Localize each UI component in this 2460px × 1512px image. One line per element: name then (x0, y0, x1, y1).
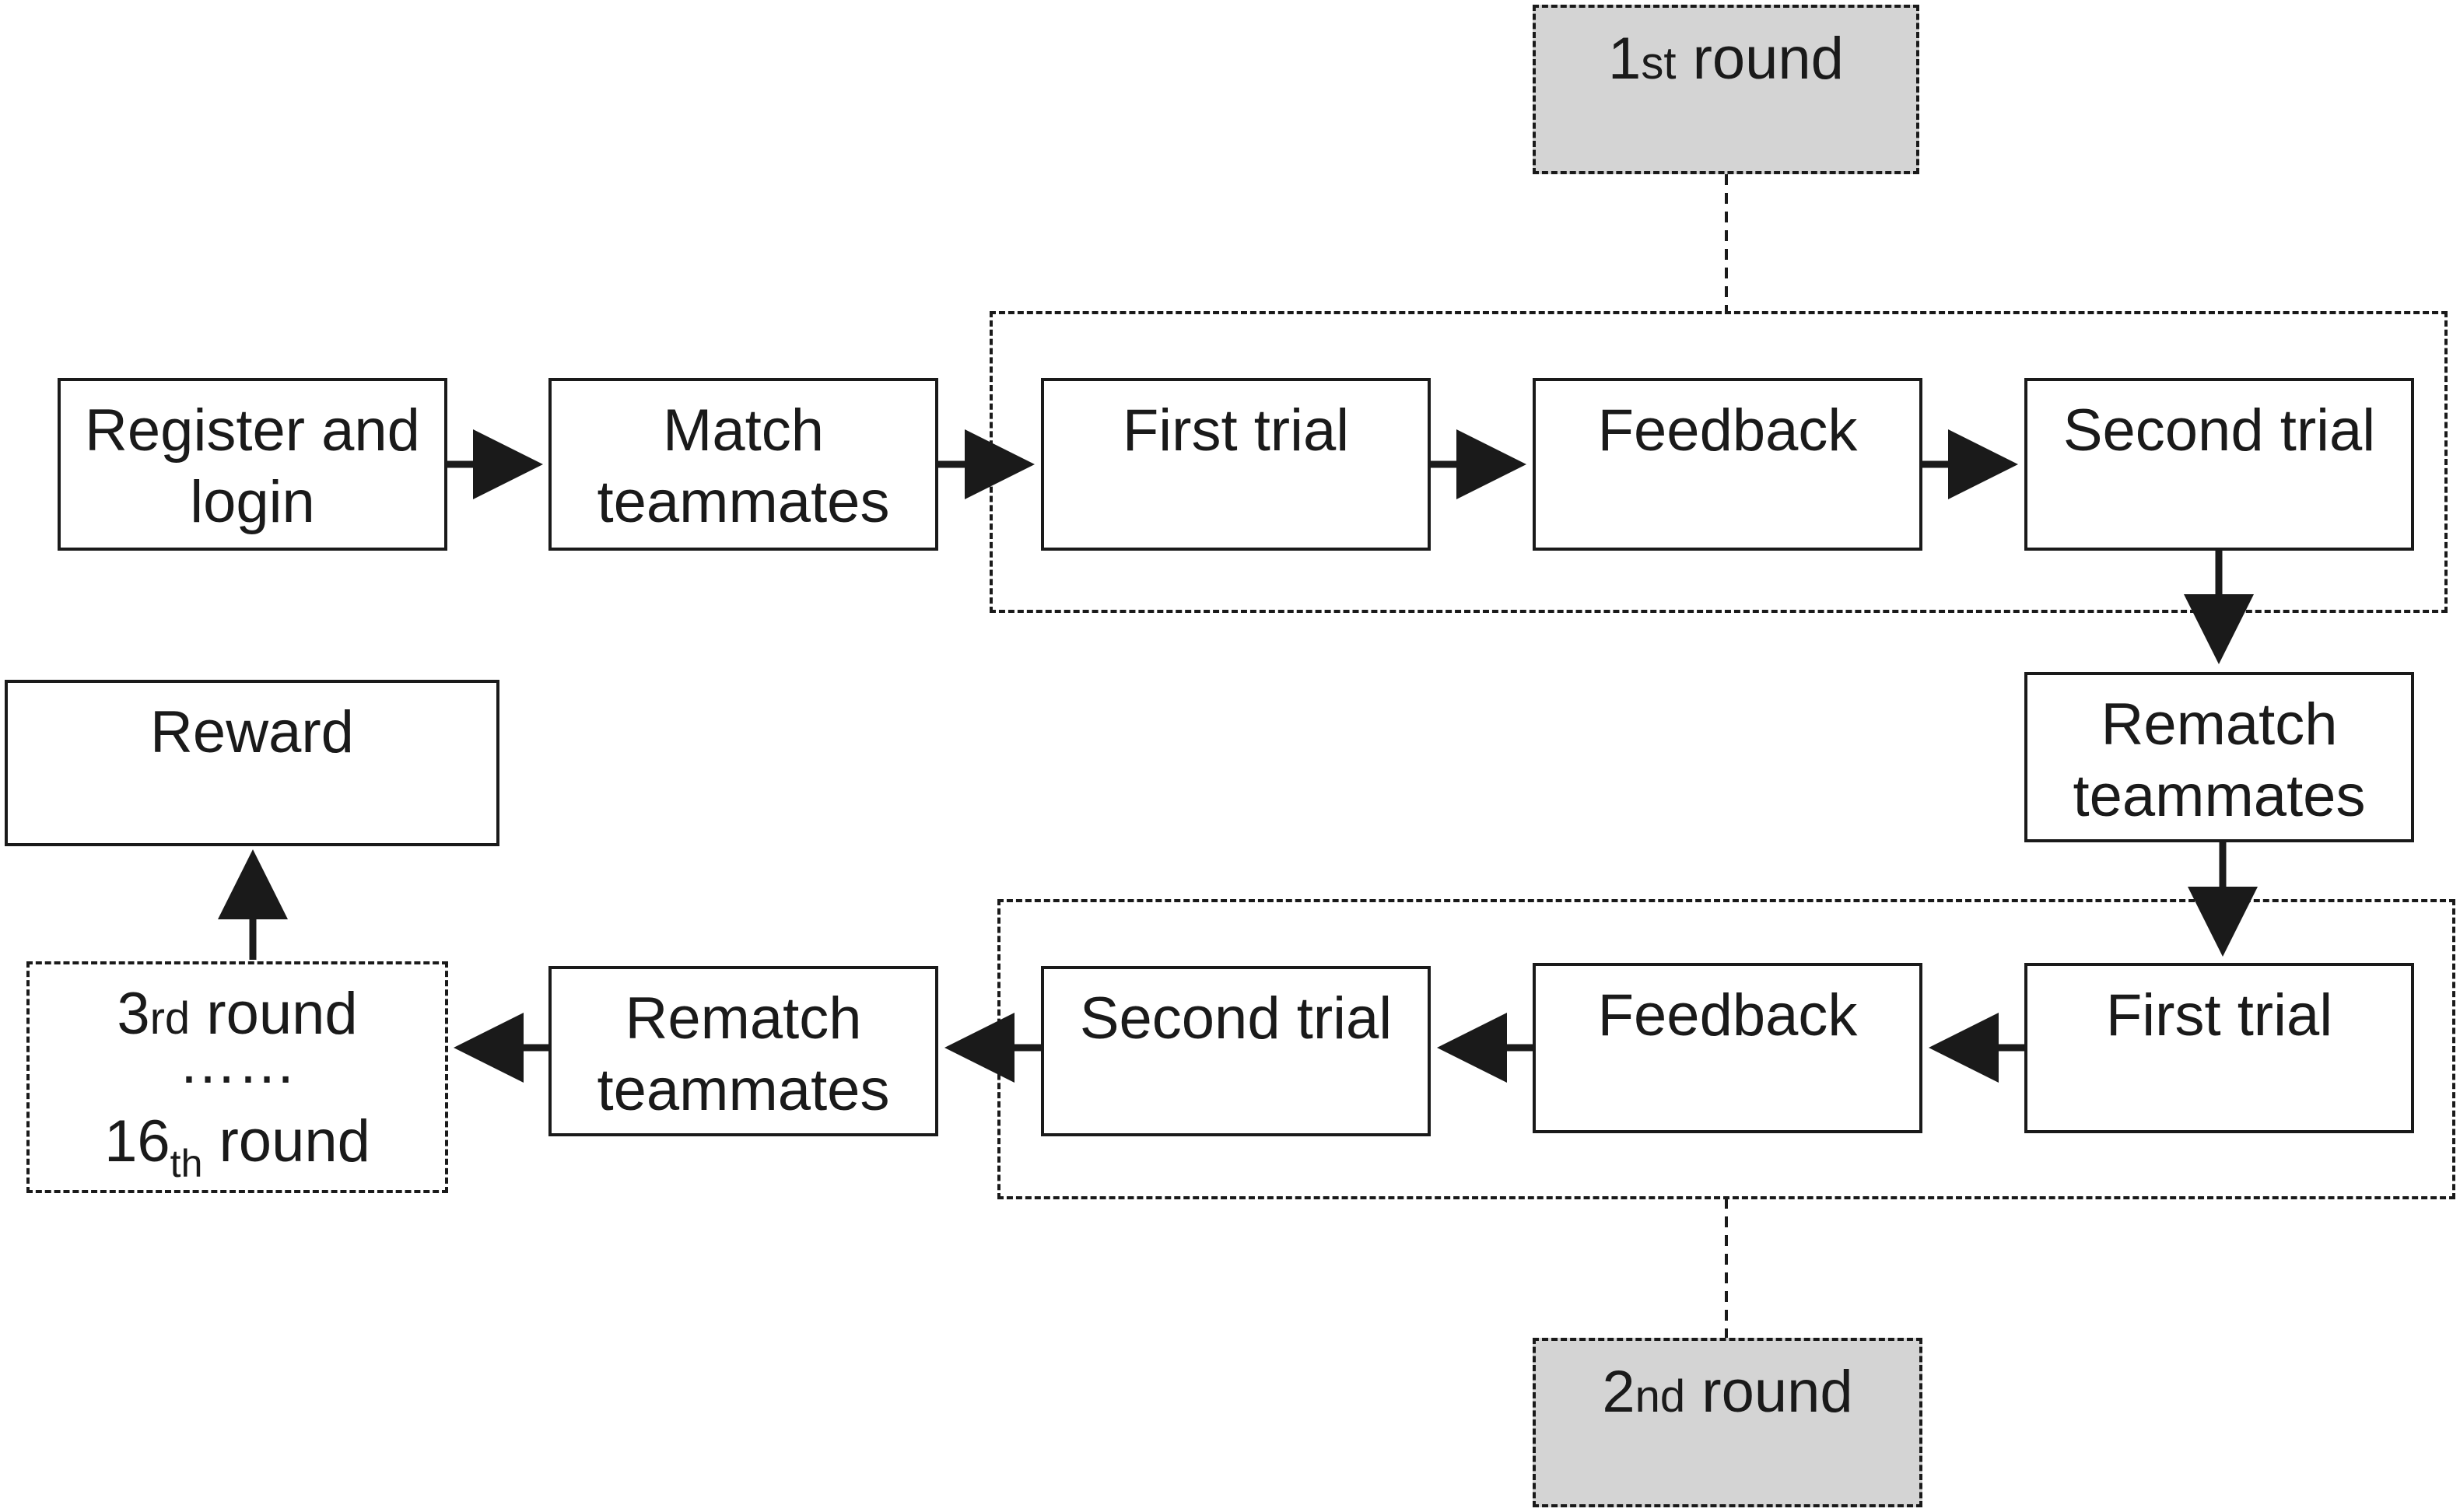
round1-label-box: 1st round (1533, 5, 1919, 174)
round2-second-trial-label: Second trial (1079, 985, 1393, 1052)
reward-label: Reward (150, 699, 354, 765)
rounds-ellipsis: …… (178, 1030, 296, 1096)
match-teammates-line1: Match (663, 397, 824, 464)
round2-feedback-label: Feedback (1597, 982, 1858, 1048)
register-login-line1: Register and (85, 397, 420, 464)
rematch-left-line2: teammates (597, 1057, 890, 1123)
later-rounds-box: 3rd round …… 16th round (26, 961, 448, 1193)
round1-feedback-label: Feedback (1597, 397, 1858, 464)
round2-group (997, 899, 2455, 1199)
match-teammates-line2: teammates (597, 469, 890, 535)
round1-second-trial-label: Second trial (2062, 397, 2376, 464)
round2-second-trial-box: Second trial (1041, 966, 1431, 1136)
register-login-line2: login (190, 469, 315, 535)
round16-label: 16th round (104, 1108, 370, 1185)
match-teammates-box: Match teammates (548, 378, 938, 551)
round1-group (990, 311, 2448, 613)
round1-first-trial-label: First trial (1122, 397, 1350, 464)
round1-second-trial-box: Second trial (2024, 378, 2414, 551)
round2-label: 2nd round (1602, 1359, 1853, 1425)
round1-feedback-box: Feedback (1533, 378, 1922, 551)
rematch-teammates-box-left: Rematch teammates (548, 966, 938, 1136)
round2-feedback-box: Feedback (1533, 963, 1922, 1133)
register-login-box: Register and login (58, 378, 447, 551)
round3-label: 3rd round (117, 981, 358, 1047)
round1-label: 1st round (1608, 26, 1844, 92)
rematch-right-line2: teammates (2073, 763, 2366, 829)
round1-first-trial-box: First trial (1041, 378, 1431, 551)
reward-box: Reward (5, 680, 499, 846)
round2-label-box: 2nd round (1533, 1338, 1922, 1507)
rematch-left-line1: Rematch (625, 985, 862, 1052)
round2-first-trial-label: First trial (2105, 982, 2333, 1048)
rematch-teammates-box-right: Rematch teammates (2024, 672, 2414, 842)
round2-first-trial-box: First trial (2024, 963, 2414, 1133)
rematch-right-line1: Rematch (2101, 691, 2338, 758)
